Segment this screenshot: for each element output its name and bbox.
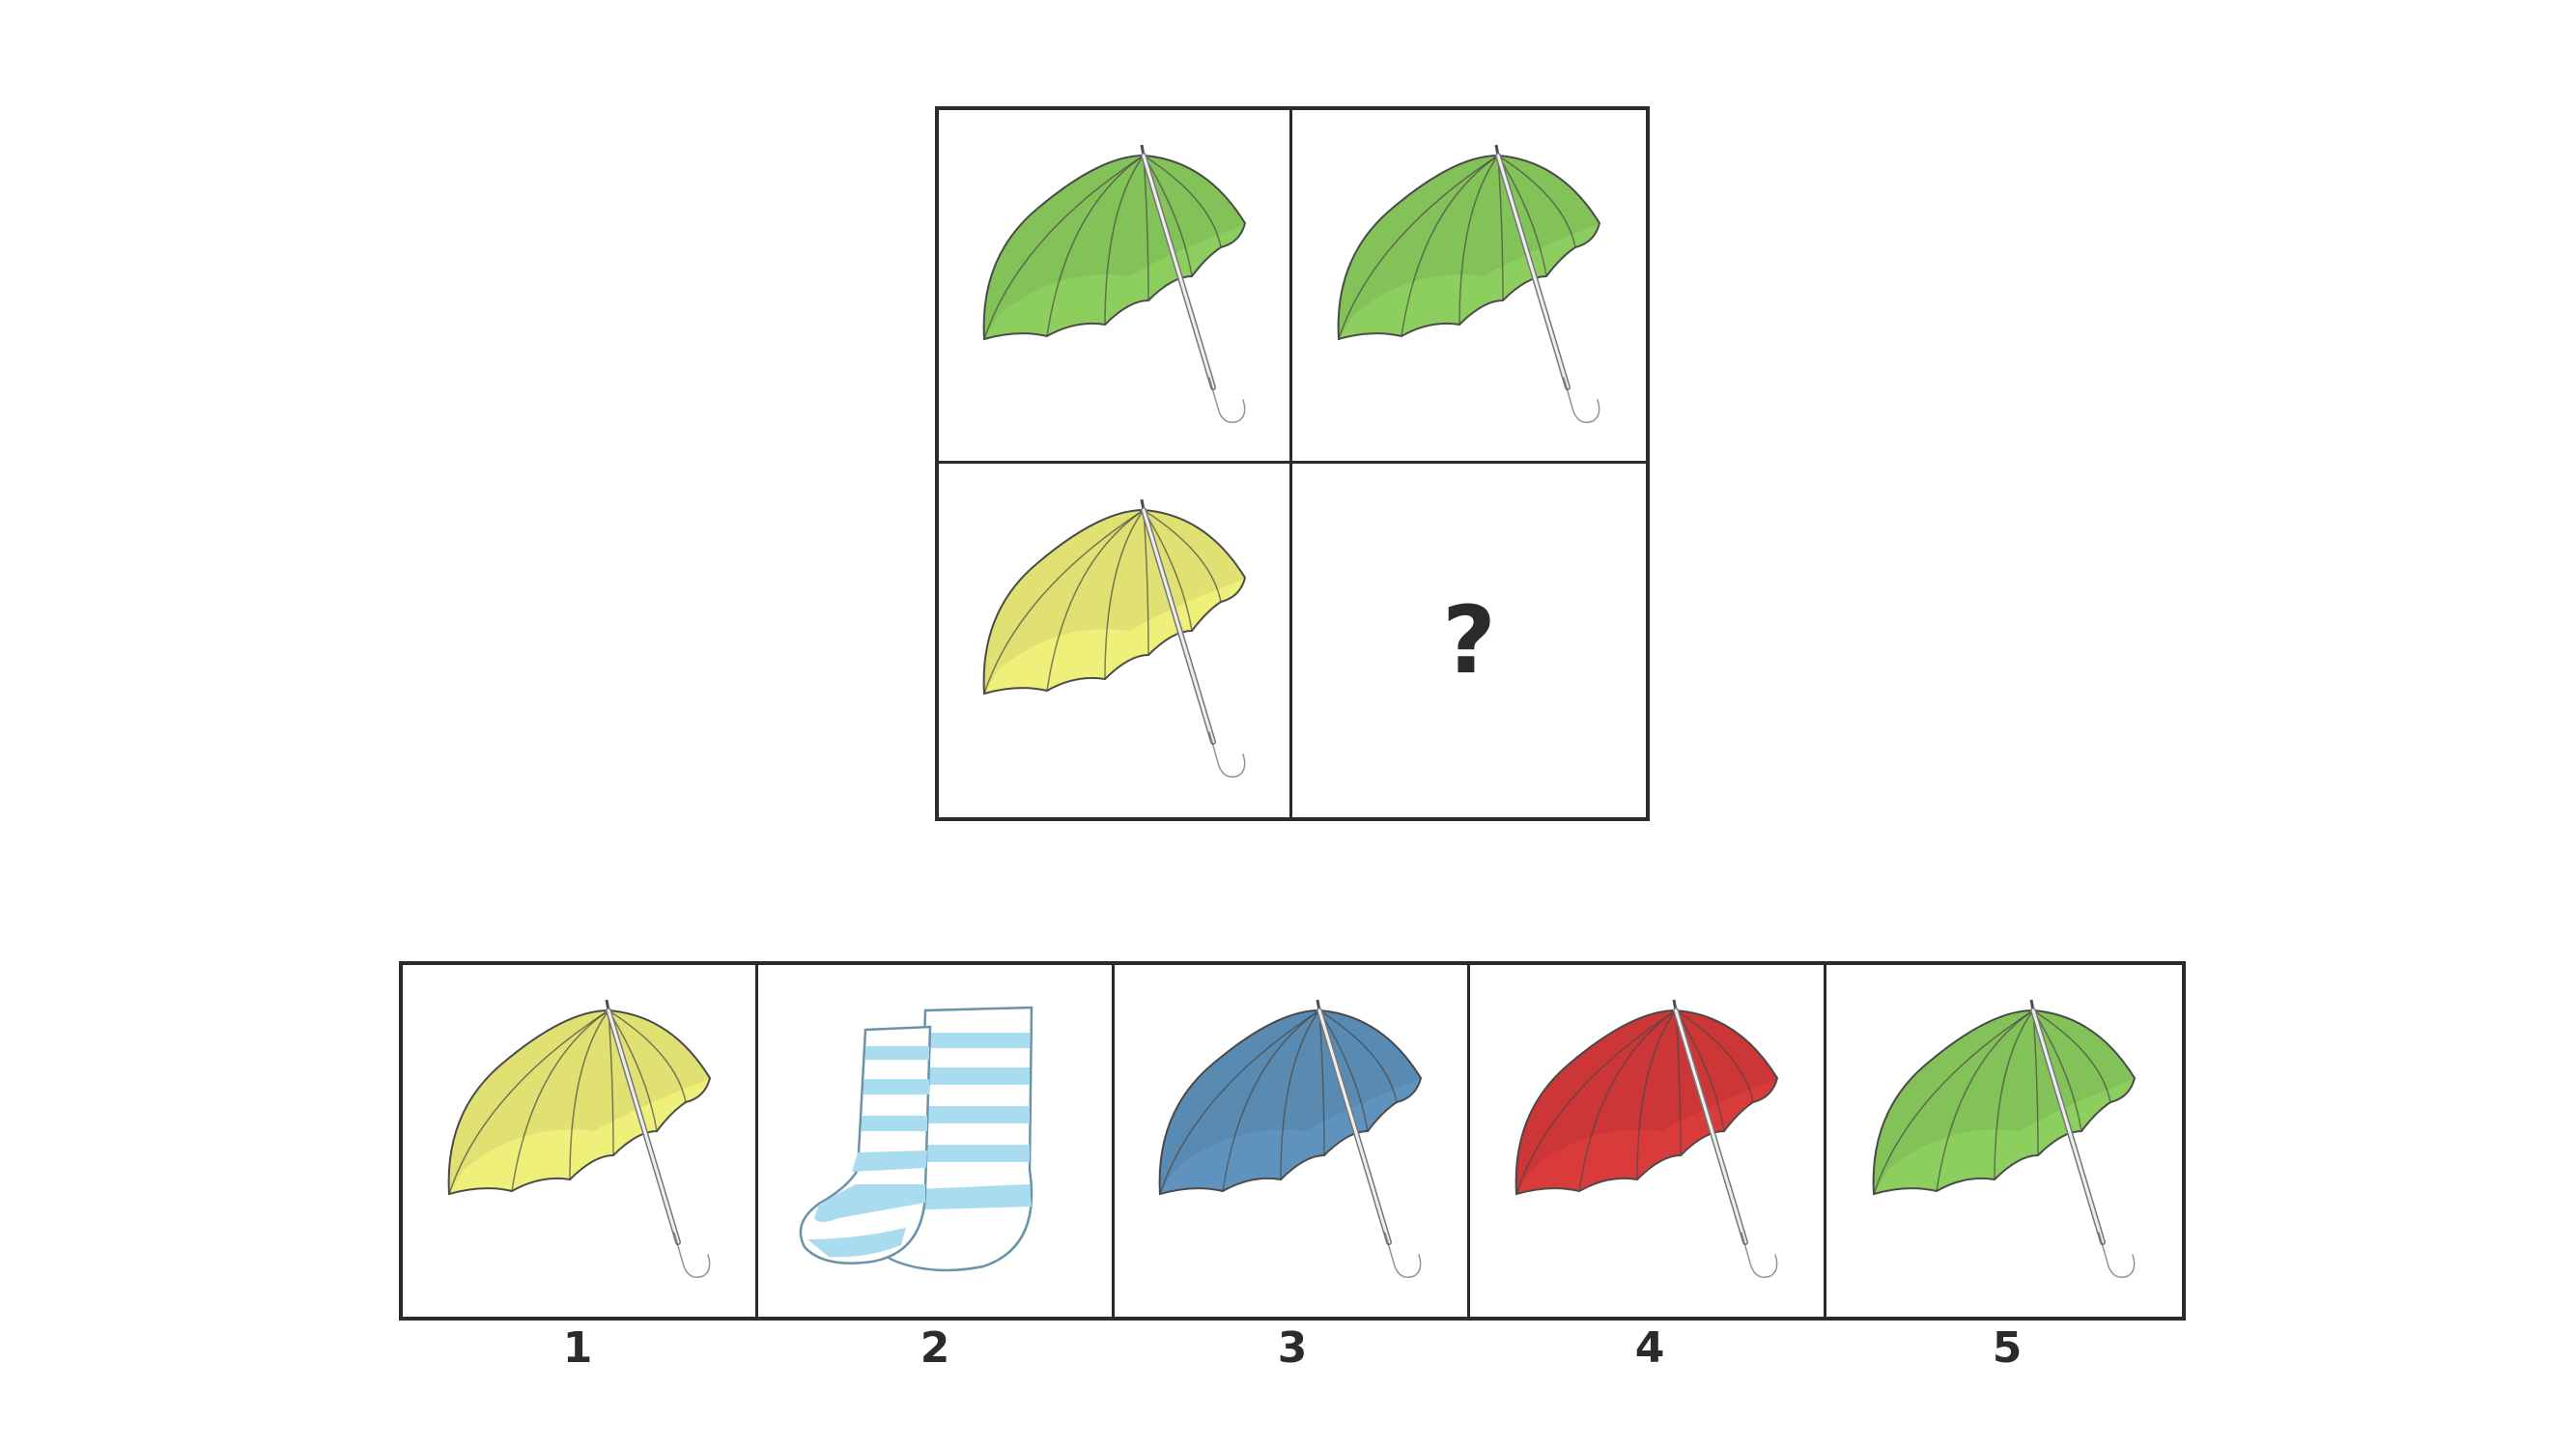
option-2[interactable] [758,965,1115,1317]
green-umbrella-icon [1315,131,1624,440]
puzzle-grid: ? [935,106,1650,821]
green-umbrella-icon [1850,986,2159,1295]
option-label: 3 [1277,1323,1308,1373]
green-umbrella-icon [960,131,1269,440]
option-1[interactable] [403,965,759,1317]
option-labels: 1 2 3 4 5 [399,1323,2186,1381]
option-label: 4 [1634,1323,1665,1373]
option-label: 1 [562,1323,593,1373]
socks-icon [780,986,1090,1295]
question-mark: ? [1442,586,1496,695]
yellow-umbrella-icon [960,486,1269,795]
red-umbrella-icon [1492,986,1801,1295]
option-label: 2 [920,1323,950,1373]
grid-cell-missing: ? [1292,464,1646,817]
option-5[interactable] [1826,965,2182,1317]
answer-options [399,961,2186,1321]
grid-cell-3 [939,464,1292,817]
option-4[interactable] [1470,965,1826,1317]
option-3[interactable] [1115,965,1471,1317]
blue-umbrella-icon [1136,986,1445,1295]
yellow-umbrella-icon [425,986,734,1295]
grid-cell-1 [939,110,1292,464]
option-label: 5 [1992,1323,2023,1373]
grid-cell-2 [1292,110,1646,464]
